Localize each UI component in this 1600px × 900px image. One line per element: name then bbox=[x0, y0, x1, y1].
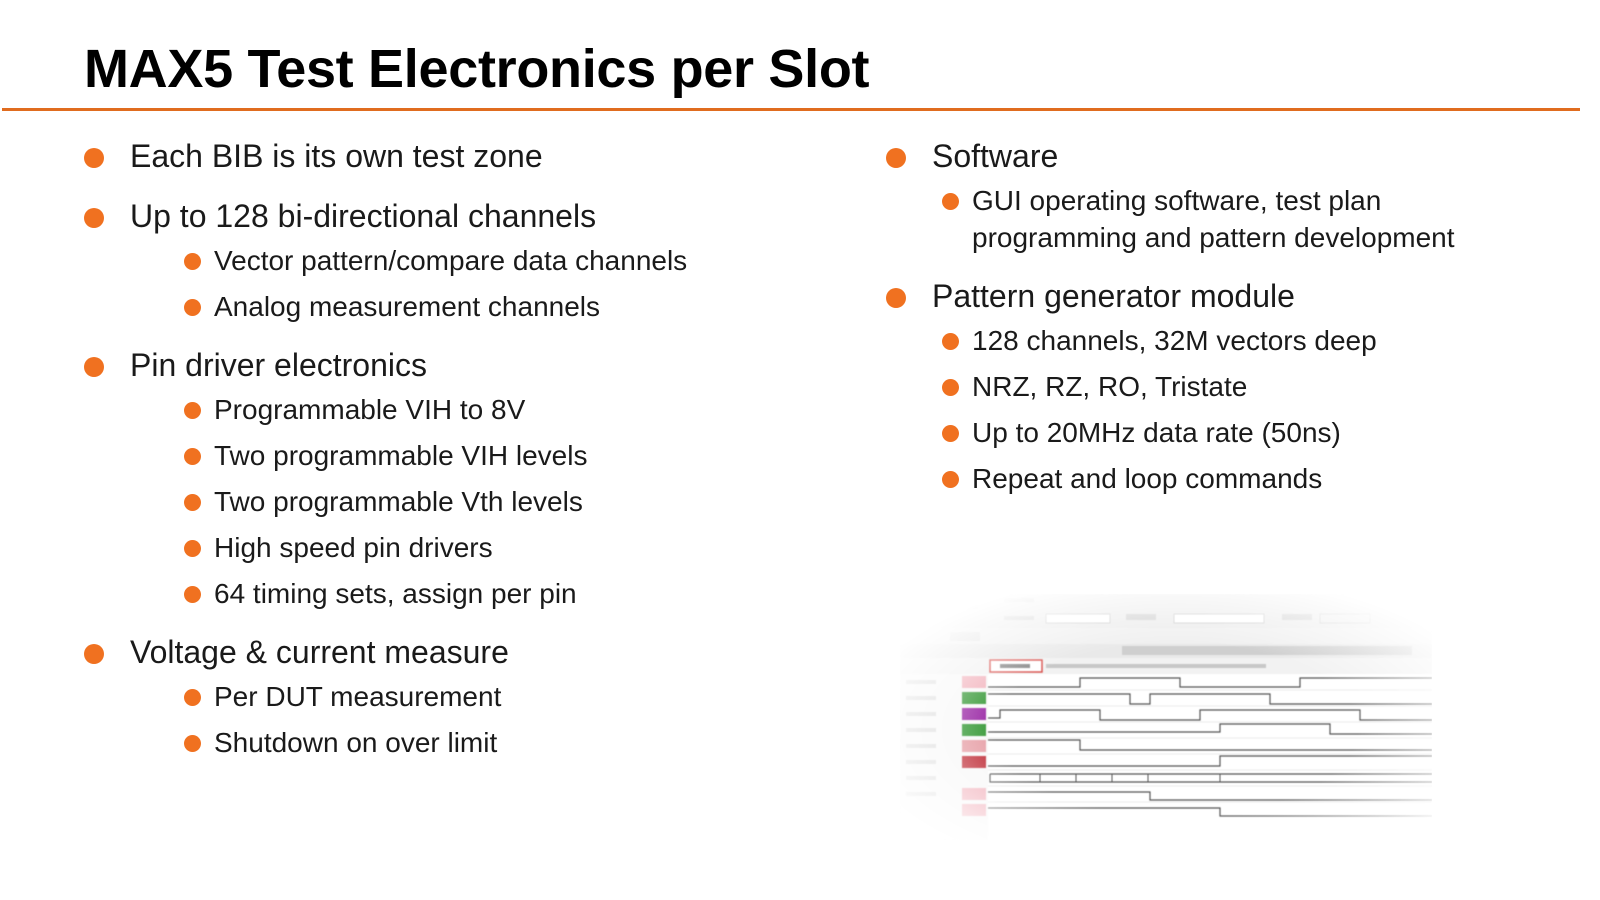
bullet-dot-icon bbox=[184, 253, 201, 270]
right-bullet-column: Software GUI operating software, test pl… bbox=[886, 136, 1476, 497]
bullet-text: Vector pattern/compare data channels bbox=[214, 245, 688, 276]
bullet-text: Per DUT measurement bbox=[214, 681, 502, 712]
bullet-text: Pin driver electronics bbox=[130, 347, 427, 383]
bullet-text: NRZ, RZ, RO, Tristate bbox=[972, 371, 1248, 402]
bullet-dot-icon bbox=[184, 735, 201, 752]
bullet-dot-icon bbox=[886, 288, 906, 308]
bullet-dot-icon bbox=[84, 208, 104, 228]
bullet-text: Analog measurement channels bbox=[214, 291, 601, 322]
bullet-l2: Analog measurement channels bbox=[184, 288, 804, 325]
bullet-dot-icon bbox=[84, 644, 104, 664]
bullet-text: High speed pin drivers bbox=[214, 532, 493, 563]
bullet-dot-icon bbox=[184, 586, 201, 603]
bullet-text: 128 channels, 32M vectors deep bbox=[972, 325, 1377, 356]
bullet-dot-icon bbox=[942, 333, 959, 350]
bullet-l2: 128 channels, 32M vectors deep bbox=[942, 322, 1476, 359]
bullet-l1: Software bbox=[886, 136, 1476, 176]
software-screenshot-image bbox=[900, 594, 1432, 840]
bullet-dot-icon bbox=[942, 425, 959, 442]
bullet-text: 64 timing sets, assign per pin bbox=[214, 578, 577, 609]
bullet-l1: Voltage & current measure bbox=[84, 632, 804, 672]
bullet-dot-icon bbox=[184, 689, 201, 706]
bullet-l2: Vector pattern/compare data channels bbox=[184, 242, 804, 279]
bullet-text: Software bbox=[932, 138, 1059, 174]
bullet-l1: Each BIB is its own test zone bbox=[84, 136, 804, 176]
bullet-dot-icon bbox=[942, 193, 959, 210]
bullet-text: Programmable VIH to 8V bbox=[214, 394, 526, 425]
bullet-l2: GUI operating software, test plan progra… bbox=[942, 182, 1476, 256]
bullet-text: Voltage & current measure bbox=[130, 634, 509, 670]
bullet-l1: Pattern generator module bbox=[886, 276, 1476, 316]
bullet-text: Each BIB is its own test zone bbox=[130, 138, 543, 174]
bullet-l2: Shutdown on over limit bbox=[184, 724, 804, 761]
bullet-text: Two programmable Vth levels bbox=[214, 486, 583, 517]
bullet-l2: High speed pin drivers bbox=[184, 529, 804, 566]
bullet-dot-icon bbox=[184, 494, 201, 511]
bullet-l2: 64 timing sets, assign per pin bbox=[184, 575, 804, 612]
waveform-viewer-illustration bbox=[900, 594, 1432, 840]
left-bullet-column: Each BIB is its own test zone Up to 128 … bbox=[84, 136, 804, 761]
bullet-dot-icon bbox=[184, 540, 201, 557]
bullet-l2: Two programmable VIH levels bbox=[184, 437, 804, 474]
bullet-text: Two programmable VIH levels bbox=[214, 440, 588, 471]
bullet-l1: Up to 128 bi-directional channels bbox=[84, 196, 804, 236]
bullet-text: Repeat and loop commands bbox=[972, 463, 1323, 494]
bullet-dot-icon bbox=[184, 299, 201, 316]
bullet-l2: Repeat and loop commands bbox=[942, 460, 1476, 497]
bullet-l2: Per DUT measurement bbox=[184, 678, 804, 715]
bullet-text: GUI operating software, test plan progra… bbox=[972, 185, 1455, 253]
bullet-l2: Two programmable Vth levels bbox=[184, 483, 804, 520]
bullet-text: Up to 128 bi-directional channels bbox=[130, 198, 597, 234]
bullet-l2: Up to 20MHz data rate (50ns) bbox=[942, 414, 1476, 451]
bullet-dot-icon bbox=[184, 402, 201, 419]
title-divider bbox=[2, 108, 1580, 111]
bullet-dot-icon bbox=[942, 471, 959, 488]
bullet-dot-icon bbox=[184, 448, 201, 465]
bullet-l2: Programmable VIH to 8V bbox=[184, 391, 804, 428]
bullet-text: Up to 20MHz data rate (50ns) bbox=[972, 417, 1341, 448]
bullet-text: Shutdown on over limit bbox=[214, 727, 498, 758]
bullet-dot-icon bbox=[84, 357, 104, 377]
bullet-dot-icon bbox=[886, 148, 906, 168]
slide-title: MAX5 Test Electronics per Slot bbox=[84, 39, 870, 99]
bullet-text: Pattern generator module bbox=[932, 278, 1295, 314]
bullet-l1: Pin driver electronics bbox=[84, 345, 804, 385]
bullet-dot-icon bbox=[942, 379, 959, 396]
bullet-dot-icon bbox=[84, 148, 104, 168]
bullet-l2: NRZ, RZ, RO, Tristate bbox=[942, 368, 1476, 405]
